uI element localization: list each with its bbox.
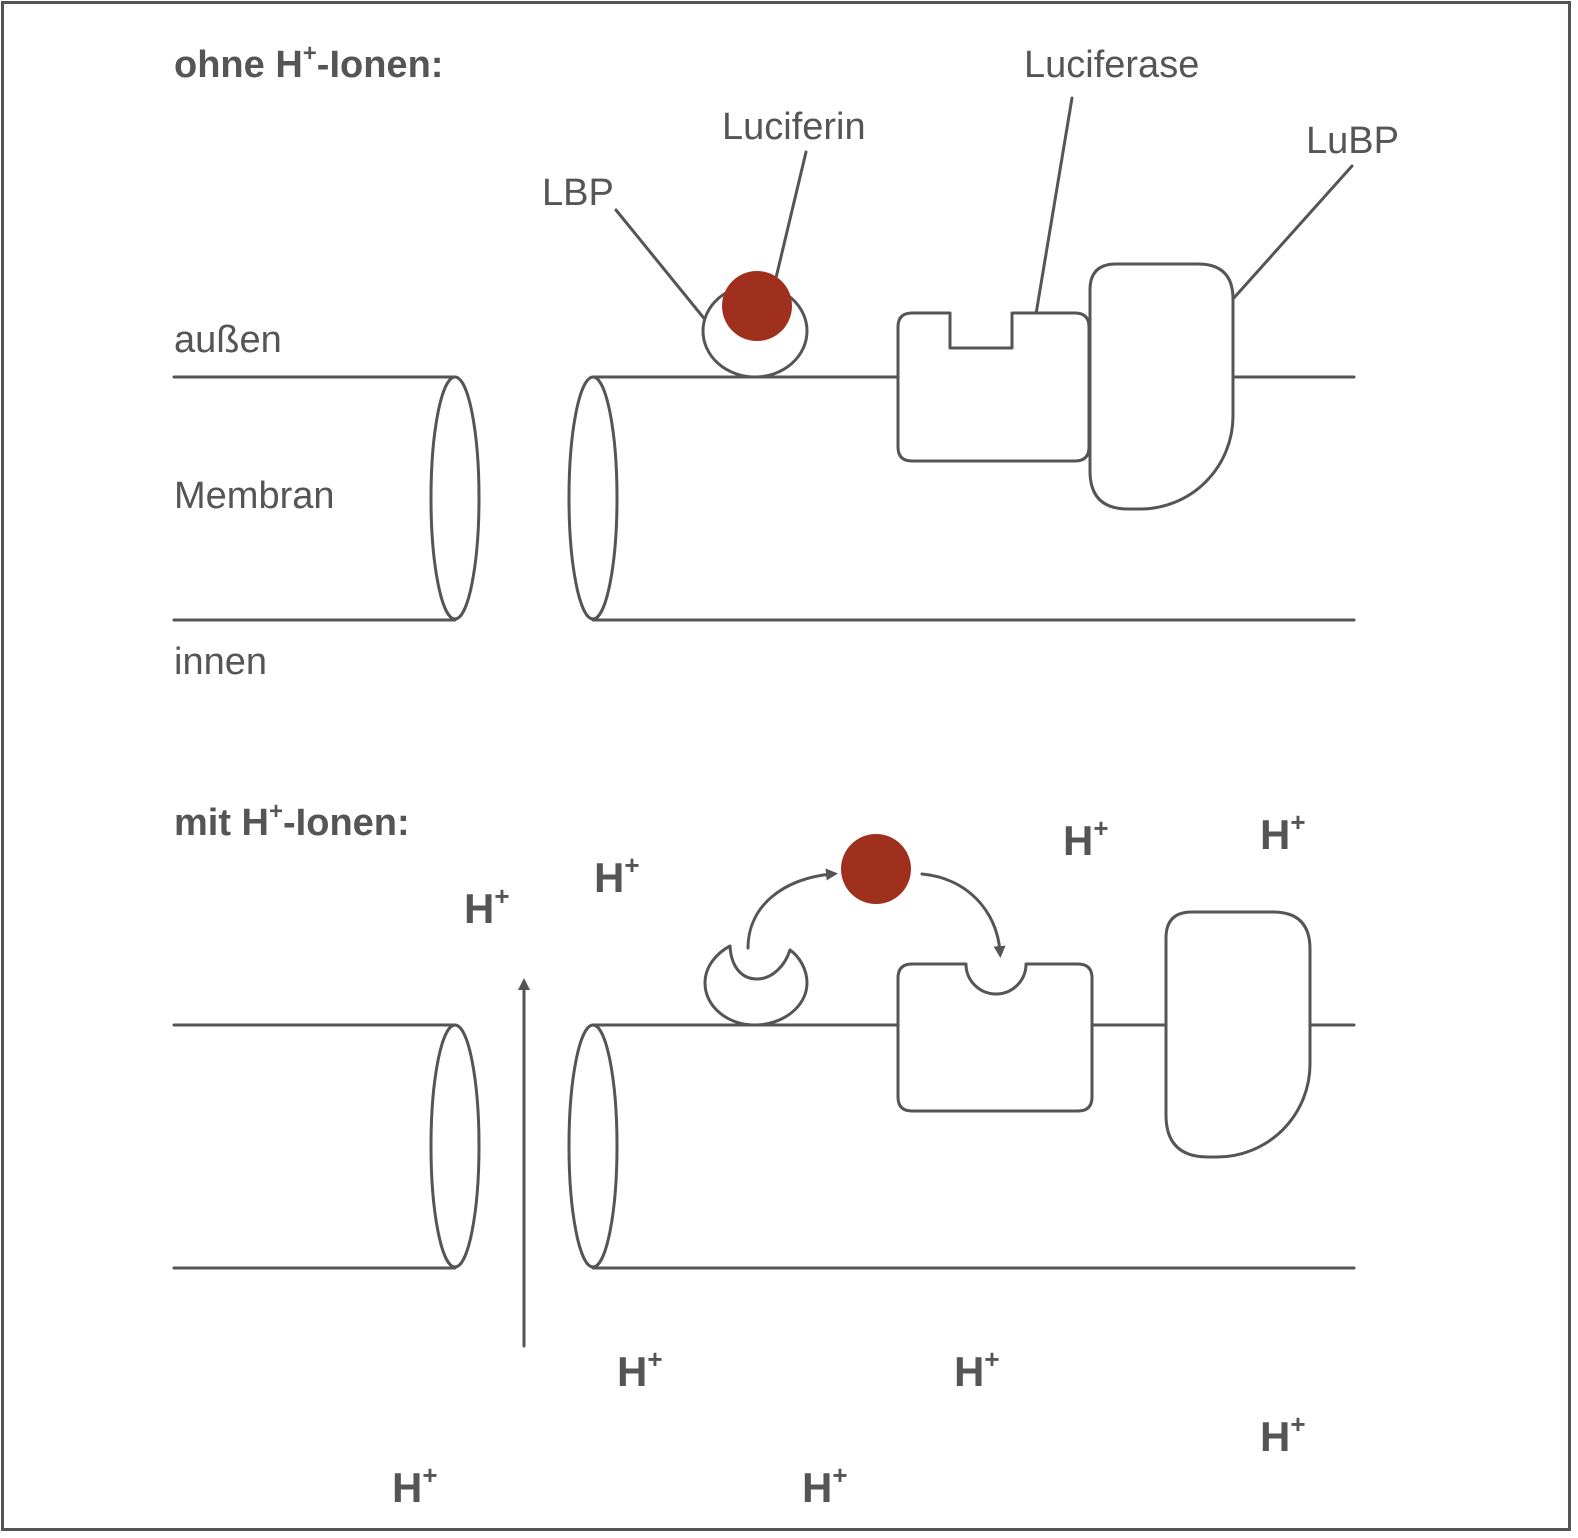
h-ion: H+: [594, 850, 640, 901]
h-ion: H+: [464, 881, 510, 932]
label-membrane: Membran: [174, 475, 335, 517]
ions: H+ H+ H+ H+ H+ H+ H+ H+ H+: [392, 807, 1306, 1511]
panel-with-ions: mit H+-Ionen:: [172, 798, 1356, 1511]
lbp-protein-empty: [703, 944, 809, 1027]
label-outside: außen: [174, 319, 282, 361]
h-ion: H+: [1063, 813, 1109, 864]
h-ion: H+: [1260, 1409, 1306, 1460]
label-lbp: LBP: [542, 172, 614, 214]
panel-top-heading: ohne H+-Ionen:: [174, 40, 443, 86]
luciferase-protein-open: [896, 962, 1094, 1113]
lubp-protein: [1088, 262, 1235, 511]
panel-without-ions: ohne H+-Ionen: außen Membran innen LBP L…: [172, 40, 1399, 683]
membrane-right-segment: [567, 375, 1356, 622]
lubp-protein-shifted: [1164, 910, 1312, 1159]
label-lubp: LuBP: [1306, 120, 1399, 162]
luciferin-molecule-bound: [722, 271, 792, 341]
release-arrow: [746, 868, 838, 950]
h-ion: H+: [1260, 807, 1306, 858]
luciferase-protein: [896, 311, 1091, 463]
h-ion: H+: [617, 1344, 663, 1395]
transfer-arrow: [920, 872, 1006, 958]
h-ion: H+: [802, 1460, 848, 1511]
luciferin-molecule-free: [841, 834, 911, 904]
leader-line-luciferase: [1030, 96, 1074, 340]
membrane-left-segment-bottom: [172, 1023, 481, 1270]
panel-bottom-heading: mit H+-Ionen:: [174, 798, 410, 844]
h-ion: H+: [392, 1460, 438, 1511]
label-inside: innen: [174, 641, 267, 683]
h-ion: H+: [954, 1344, 1000, 1395]
label-luciferase: Luciferase: [1024, 44, 1199, 86]
leader-line-lbp: [614, 208, 722, 340]
membrane-left-segment: [172, 375, 481, 622]
label-luciferin: Luciferin: [722, 106, 866, 148]
leader-line-luciferin: [773, 150, 808, 284]
